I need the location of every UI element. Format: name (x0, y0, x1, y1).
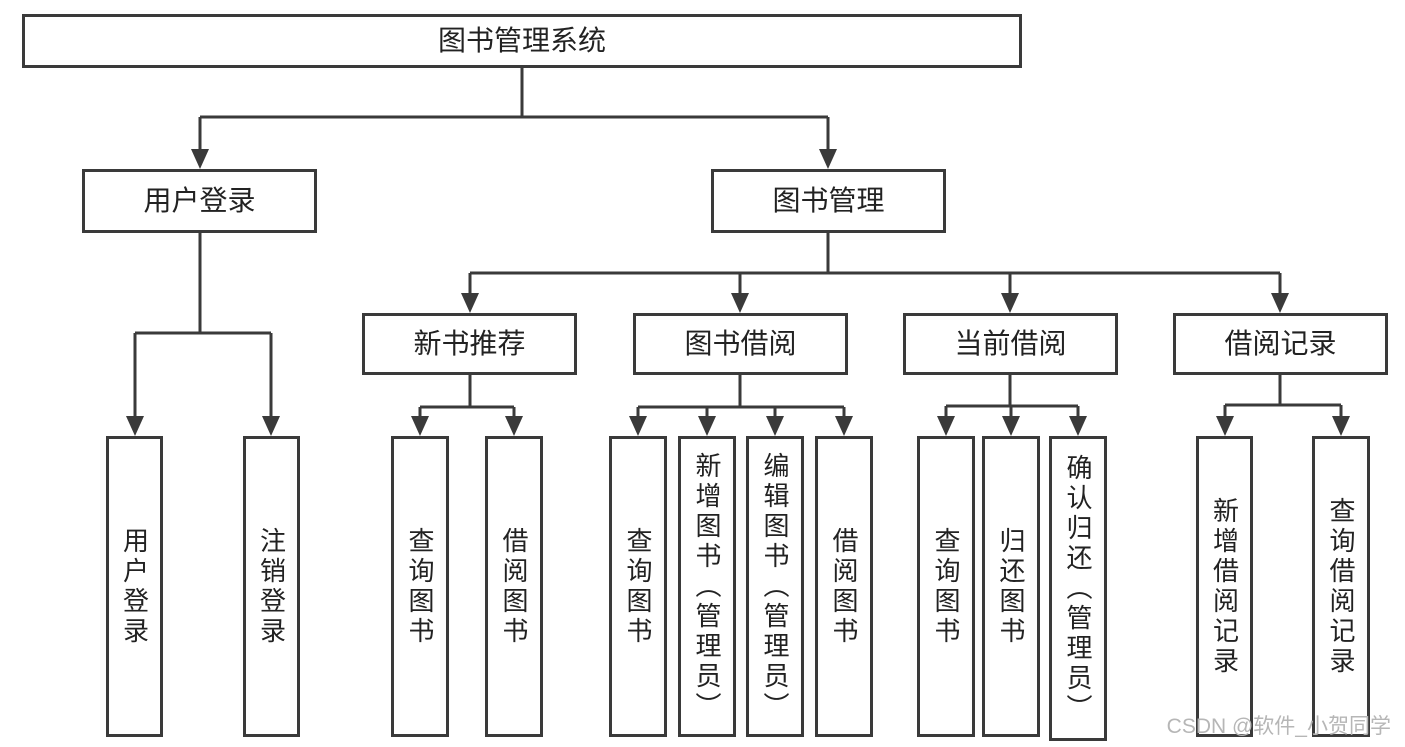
connector-root-to-level2 (191, 68, 837, 169)
arrowhead (262, 416, 280, 436)
connector-book-management-to-level3 (461, 233, 1289, 313)
arrowhead (698, 416, 716, 436)
arrowhead (731, 293, 749, 313)
leaf-newrec-borrow-book: 借阅图书 (485, 436, 543, 737)
node-user-login: 用户登录 (82, 169, 317, 233)
leaf-borrow-query-book-label: 查询图书 (623, 526, 653, 647)
leaf-current-confirm-return-admin: 确认归还（管理员） (1049, 436, 1107, 741)
connector-current-borrowing-children (937, 375, 1087, 436)
node-current-borrowing-label: 当前借阅 (954, 328, 1067, 359)
leaf-newrec-borrow-book-label: 借阅图书 (499, 526, 529, 647)
connector-book-borrowing-children (629, 375, 853, 436)
leaf-borrow-add-book-admin-label: 新增图书（管理员） (692, 451, 722, 722)
leaf-borrow-borrow-book-label: 借阅图书 (829, 526, 859, 647)
arrowhead (766, 416, 784, 436)
leaf-records-query-record-label: 查询借阅记录 (1326, 496, 1356, 677)
node-borrowing-records-label: 借阅记录 (1224, 328, 1337, 359)
leaf-records-add-record-label: 新增借阅记录 (1209, 496, 1240, 677)
arrowhead (1216, 416, 1234, 436)
arrowhead (629, 416, 647, 436)
leaf-current-query-book-label: 查询图书 (931, 526, 961, 647)
leaf-user-login-label: 用户登录 (119, 526, 150, 647)
csdn-watermark: CSDN @软件_小贺同学 (1166, 715, 1391, 738)
leaf-borrow-edit-book-admin: 编辑图书（管理员） (746, 436, 804, 737)
leaf-user-login: 用户登录 (106, 436, 163, 737)
arrowhead (1271, 293, 1289, 313)
node-root: 图书管理系统 (22, 14, 1022, 68)
arrowhead (126, 416, 144, 436)
leaf-logout: 注销登录 (243, 436, 300, 737)
leaf-borrow-add-book-admin: 新增图书（管理员） (678, 436, 736, 737)
arrowhead (1001, 293, 1019, 313)
node-book-management-label: 图书管理 (772, 185, 885, 216)
arrowhead (835, 416, 853, 436)
node-book-management: 图书管理 (711, 169, 946, 233)
node-user-login-label: 用户登录 (143, 185, 256, 216)
node-new-book-recommend-label: 新书推荐 (413, 328, 526, 359)
node-borrowing-records: 借阅记录 (1173, 313, 1388, 375)
arrowhead (1069, 416, 1087, 436)
node-current-borrowing: 当前借阅 (903, 313, 1118, 375)
arrowhead (819, 149, 837, 169)
connector-new-book-recommend-children (411, 375, 523, 436)
leaf-logout-label: 注销登录 (256, 526, 287, 647)
connector-borrowing-records-children (1216, 375, 1350, 436)
arrowhead (1002, 416, 1020, 436)
leaf-borrow-borrow-book: 借阅图书 (815, 436, 873, 737)
node-book-borrowing: 图书借阅 (633, 313, 848, 375)
node-new-book-recommend: 新书推荐 (362, 313, 577, 375)
leaf-borrow-edit-book-admin-label: 编辑图书（管理员） (760, 451, 790, 722)
leaf-records-query-record: 查询借阅记录 (1312, 436, 1370, 737)
arrowhead (191, 149, 209, 169)
leaf-records-add-record: 新增借阅记录 (1196, 436, 1253, 737)
leaf-newrec-query-book-label: 查询图书 (405, 526, 435, 647)
leaf-newrec-query-book: 查询图书 (391, 436, 449, 737)
leaf-current-confirm-return-admin-label: 确认归还（管理员） (1063, 453, 1093, 724)
leaf-current-return-book-label: 归还图书 (996, 526, 1026, 647)
connector-user-login-children (126, 233, 280, 436)
leaf-borrow-query-book: 查询图书 (609, 436, 667, 737)
node-book-borrowing-label: 图书借阅 (684, 328, 797, 359)
leaf-current-return-book: 归还图书 (982, 436, 1040, 737)
leaf-current-query-book: 查询图书 (917, 436, 975, 737)
arrowhead (1332, 416, 1350, 436)
arrowhead (937, 416, 955, 436)
node-root-label: 图书管理系统 (437, 25, 606, 56)
arrowhead (461, 293, 479, 313)
arrowhead (505, 416, 523, 436)
arrowhead (411, 416, 429, 436)
